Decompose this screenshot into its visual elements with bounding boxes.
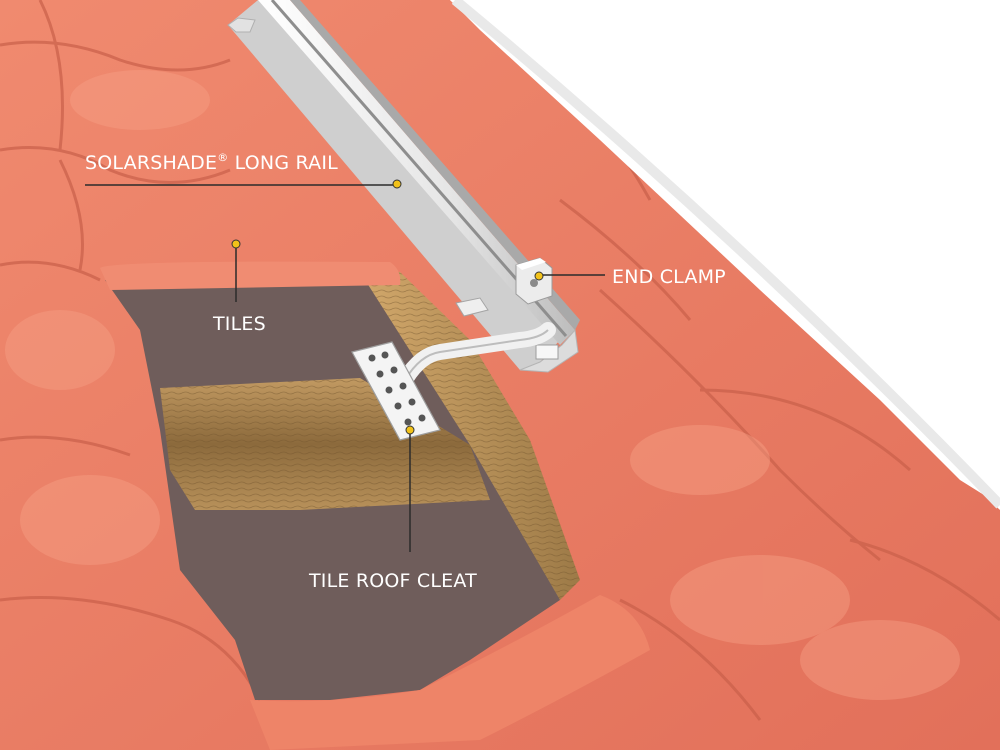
end-clamp [516,258,552,304]
long-rail-label: SOLARSHADE® LONG RAIL [85,151,338,174]
cleat-leader-dot [406,426,414,434]
clamp-leader-dot [535,272,543,280]
long-rail-label-suffix: LONG RAIL [228,152,338,174]
end-clamp-label: END CLAMP [612,266,726,288]
tile-edge-top [100,262,400,290]
tile-roof-cleat-label: TILE ROOF CLEAT [309,570,477,592]
rail-leader-dot [393,180,401,188]
registered-mark: ® [217,151,228,164]
tiles-label: TILES [213,313,266,335]
long-rail-label-name: SOLARSHADE [85,152,217,174]
tiles-leader-dot [232,240,240,248]
